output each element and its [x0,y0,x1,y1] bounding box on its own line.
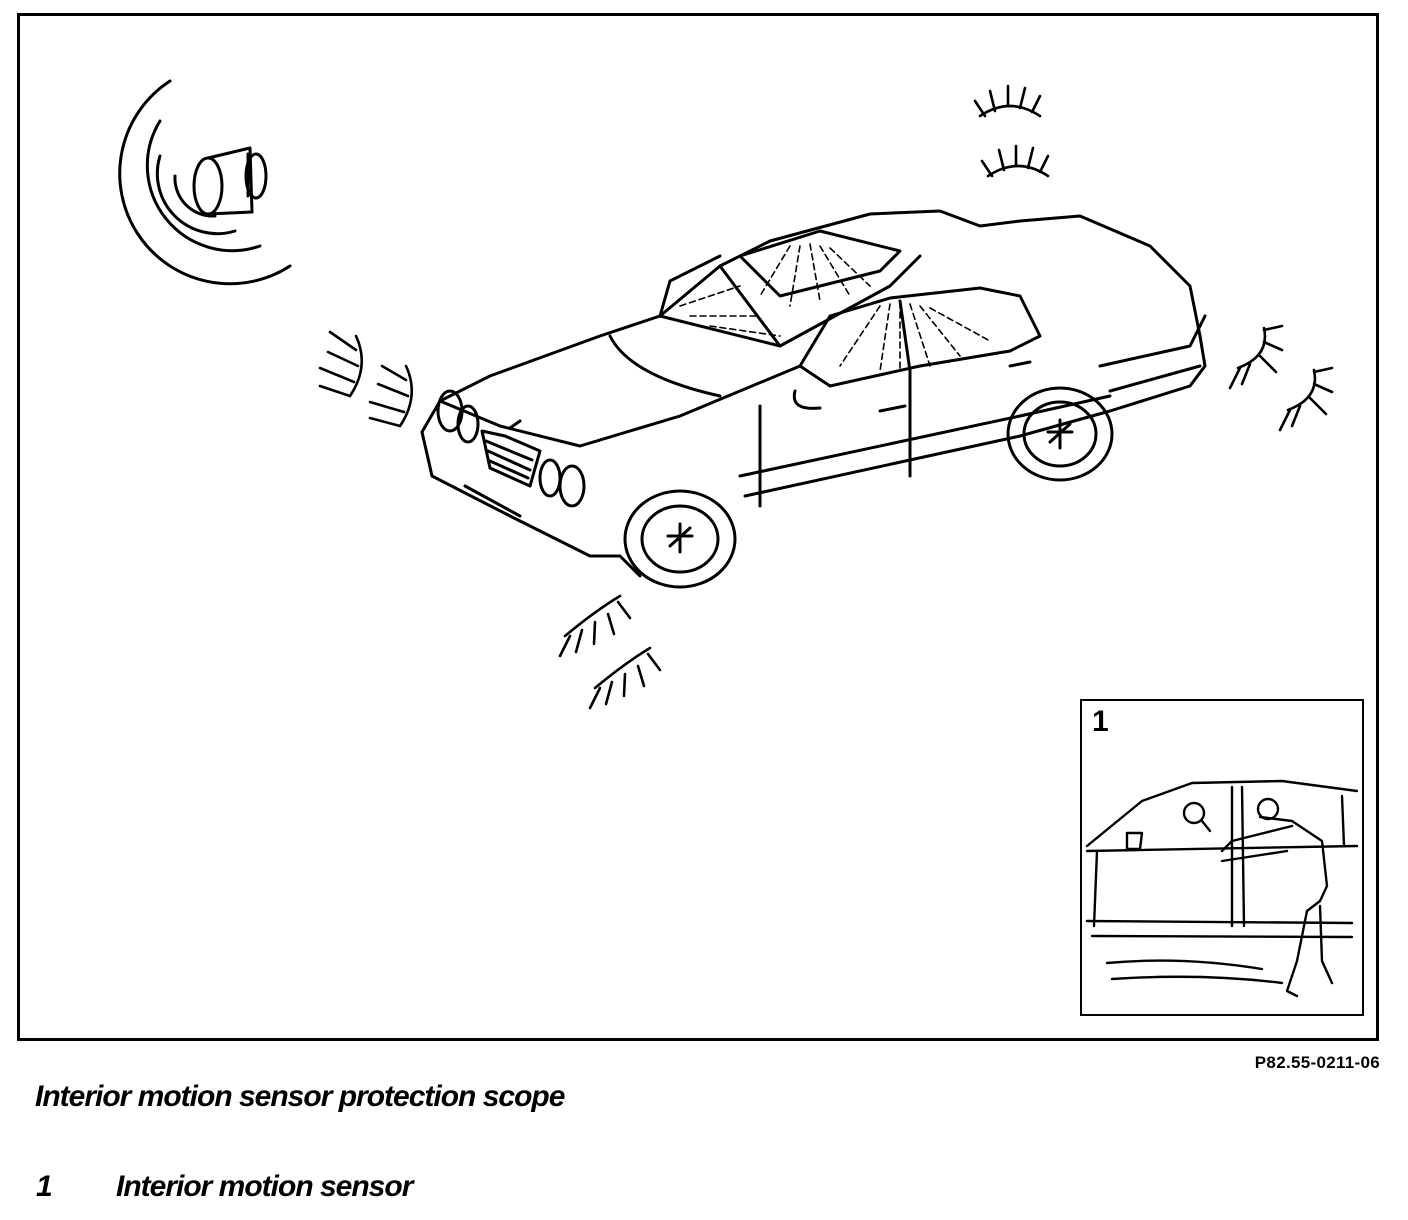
figure-reference-code: P82.55-0211-06 [1254,1053,1380,1072]
horn-icon [118,79,292,286]
car-illustration [118,79,1334,710]
legend-label: Interior motion sensor [116,1170,413,1203]
vibration-alert-icon [318,84,1334,710]
car-body [420,209,1207,589]
legend-item: 1 Interior motion sensor [36,1170,413,1204]
figure-caption: Interior motion sensor protection scope [35,1080,565,1113]
legend-number: 1 [36,1170,53,1203]
inset-callout-number: 1 [1092,705,1109,738]
inset-illustration [1085,779,1359,998]
figure-frame: 1 [17,13,1379,1041]
inset-detail: 1 [1080,699,1364,1016]
